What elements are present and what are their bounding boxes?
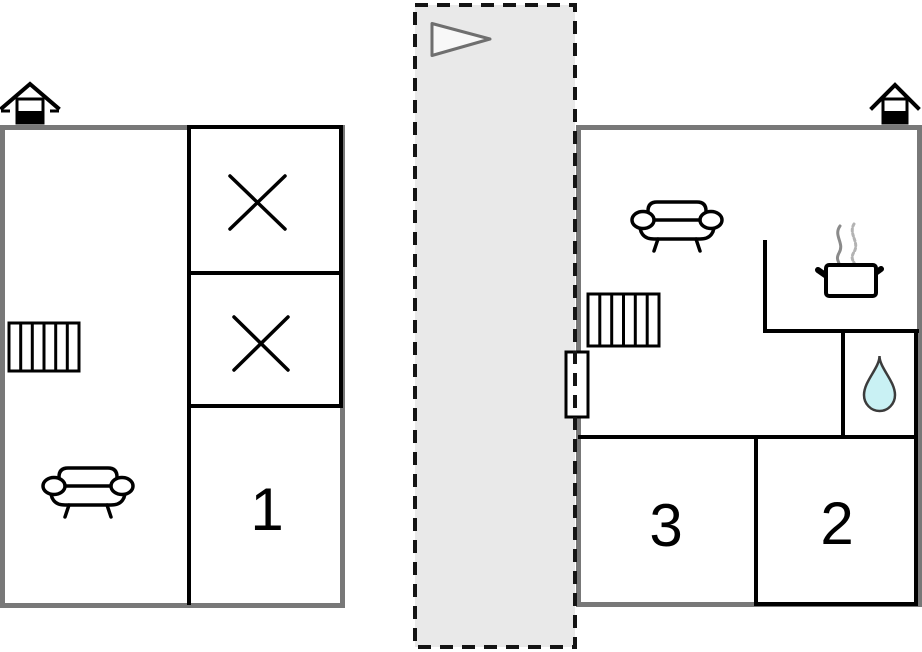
room-1-label: 1 (250, 476, 283, 543)
room-2-walls (754, 435, 918, 606)
water-drop-icon (862, 355, 897, 413)
building-left: 1 (0, 125, 345, 608)
room-2-label: 2 (820, 490, 853, 557)
chimney-icon-left (0, 81, 61, 125)
terrace-area (415, 5, 575, 647)
storage-room-top (187, 125, 343, 275)
flag-icon (430, 22, 492, 57)
chimney-icon-right (869, 82, 921, 125)
radiator-icon-right (586, 292, 661, 348)
terrace (413, 3, 577, 649)
cross-icon-top (228, 174, 287, 231)
building-right: 3 2 (564, 125, 922, 607)
radiator-icon-left (7, 321, 81, 373)
terrace-dashed-border (413, 3, 577, 649)
cross-icon-bottom (232, 315, 290, 372)
stove-pot-icon (815, 222, 884, 298)
room-3-label: 3 (649, 492, 682, 559)
